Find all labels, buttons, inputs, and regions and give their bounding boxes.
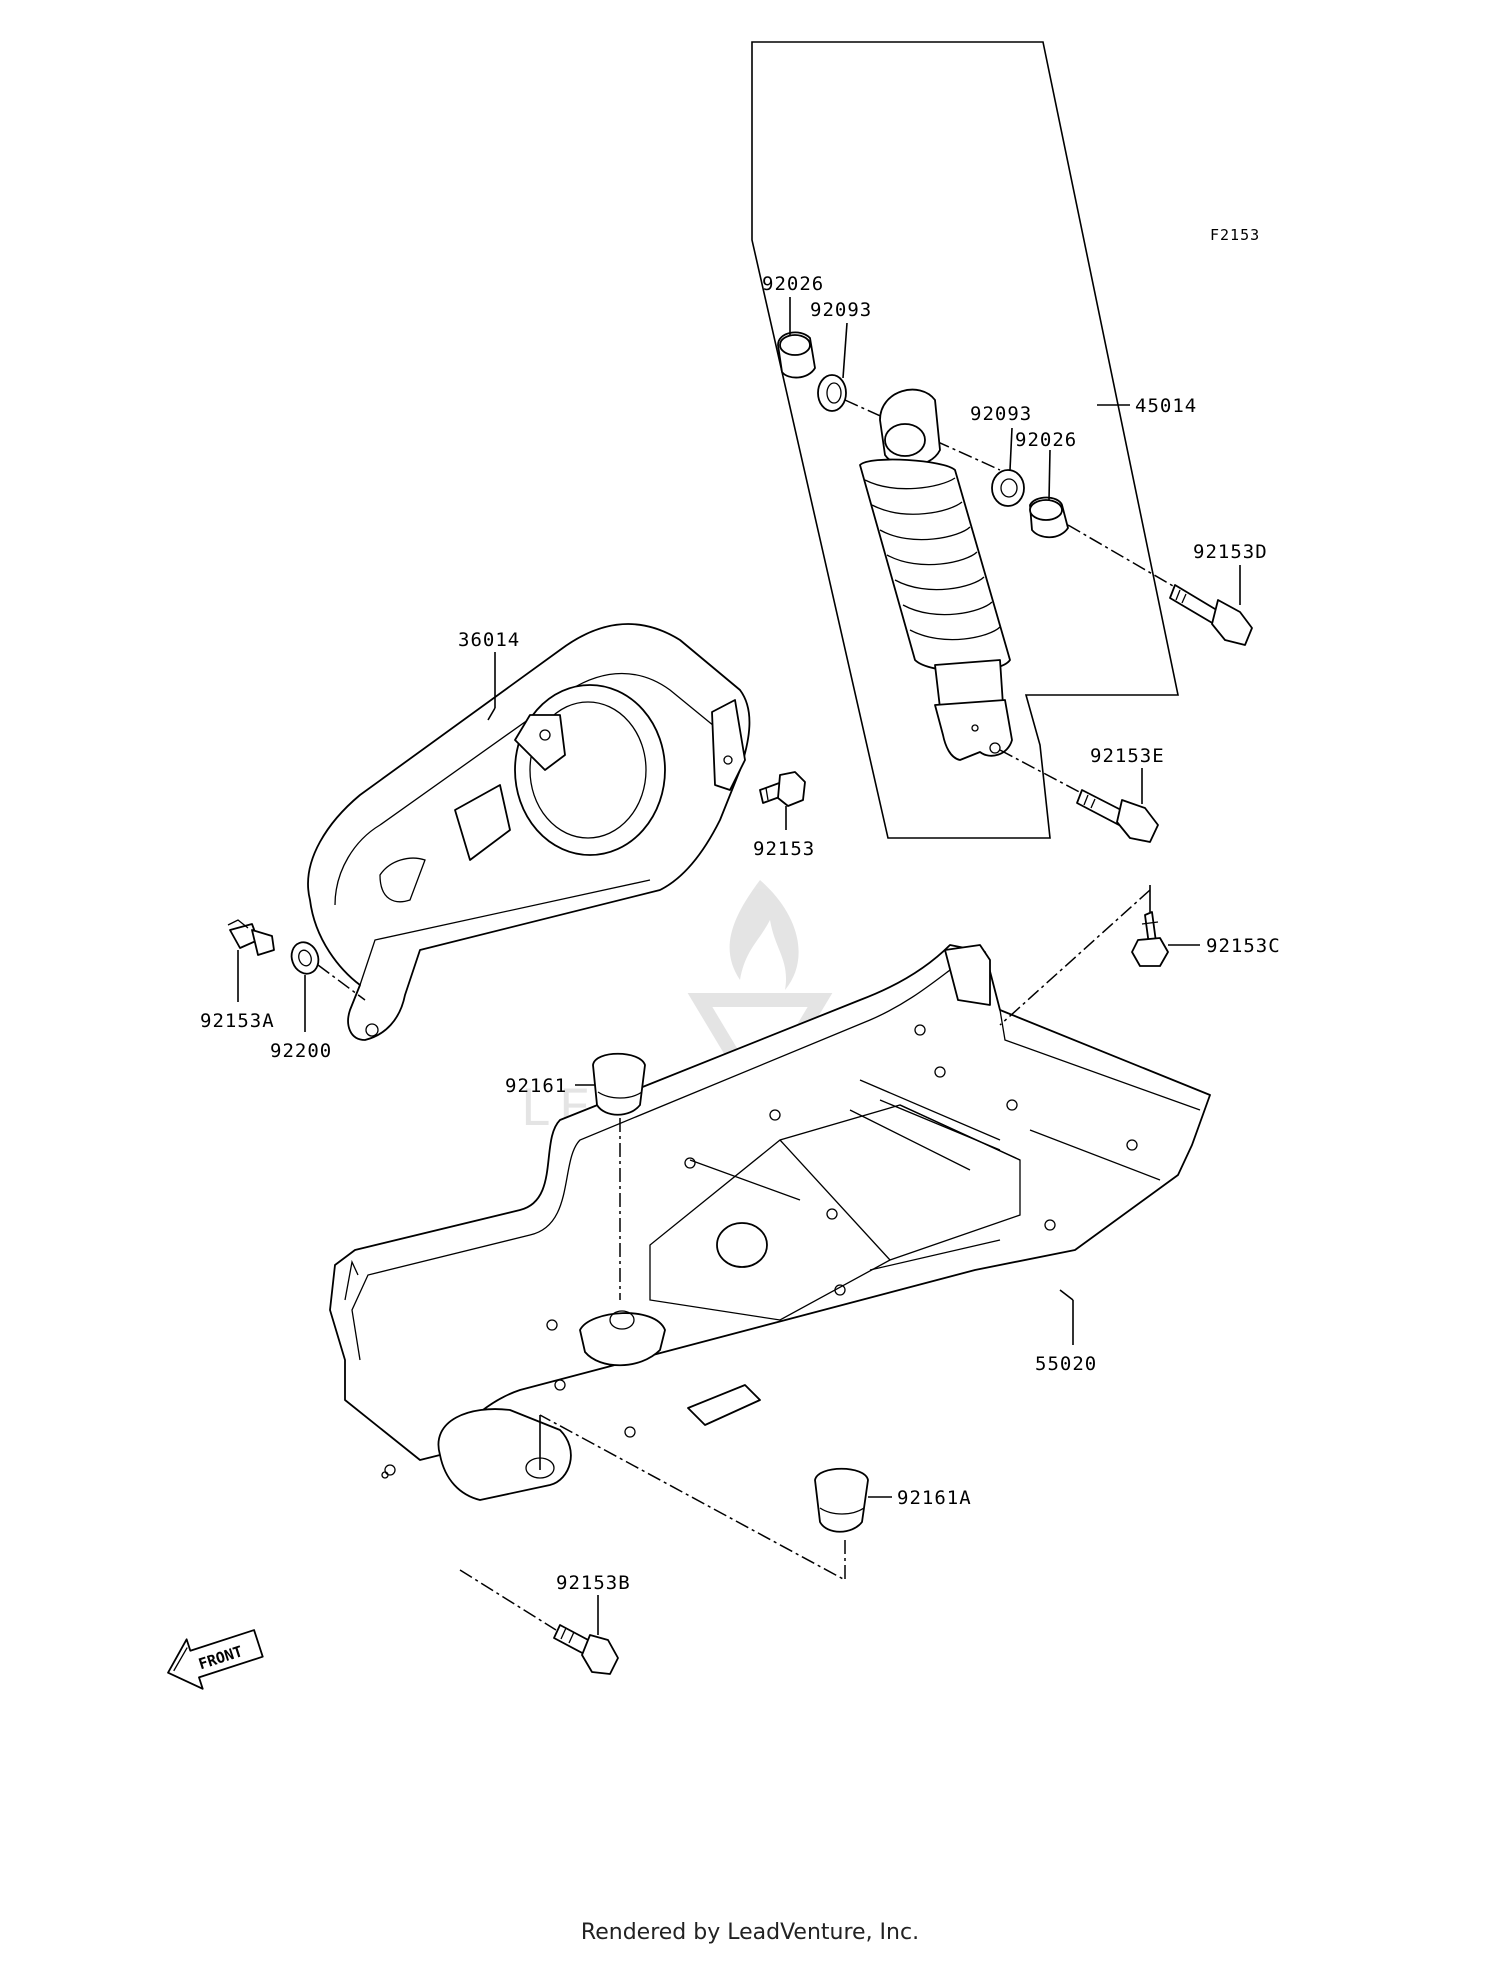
label-92153B: 92153B [556,1572,631,1594]
label-92026-right: 92026 [1015,429,1077,451]
label-92093-left: 92093 [810,299,872,321]
axis-92153E [999,749,1086,796]
diagram-reference: F2153 [1210,226,1260,244]
label-92161A: 92161A [897,1487,972,1509]
label-45014: 45014 [1135,395,1197,417]
label-55020: 55020 [1035,1353,1097,1375]
label-92153E: 92153E [1090,745,1165,767]
label-92153: 92153 [753,838,815,860]
label-92093-right: 92093 [970,403,1032,425]
leader-92093-left [842,322,848,379]
label-92153A: 92153A [200,1010,275,1032]
collar-92026-left [777,331,816,379]
collar-92026-right [1029,496,1069,539]
washer-92093-left [817,374,847,412]
leader-92093-right [1009,427,1013,471]
bolt-92153D [1169,584,1253,646]
shock-absorber [859,388,1013,761]
axis-92153B [459,1569,557,1631]
axis-92153C [999,889,1151,1026]
cover-36014 [307,623,751,1041]
bolt-92153C [1131,911,1169,967]
axis-92161A [539,1414,846,1582]
cap-92161A [814,1467,869,1533]
shock-group-outline [751,41,1179,839]
shock-absorber-group [751,41,1253,843]
bolt-92153A [227,919,275,956]
washer-92200 [290,941,320,975]
front-direction-arrow: FRONT [167,1629,264,1690]
label-92161: 92161 [505,1075,567,1097]
bolt-92153E [1076,789,1159,843]
label-92200: 92200 [270,1040,332,1062]
label-36014: 36014 [458,629,520,651]
label-92153C: 92153C [1206,935,1281,957]
axis-92153D [1067,524,1181,591]
cap-92161 [592,1052,646,1116]
bolt-92153B [553,1624,619,1675]
leader-55020-tip [1059,1289,1074,1301]
leader-36014-tip [487,707,496,721]
bolt-92153 [759,771,806,807]
label-92153D: 92153D [1193,541,1268,563]
skid-plate-55020 [329,944,1211,1501]
footer-credit: Rendered by LeadVenture, Inc. [580,1920,920,1945]
label-92026-left: 92026 [762,273,824,295]
washer-92093-right [991,469,1025,507]
axis-92200 [317,964,366,1001]
leader-92026-right [1048,449,1051,501]
